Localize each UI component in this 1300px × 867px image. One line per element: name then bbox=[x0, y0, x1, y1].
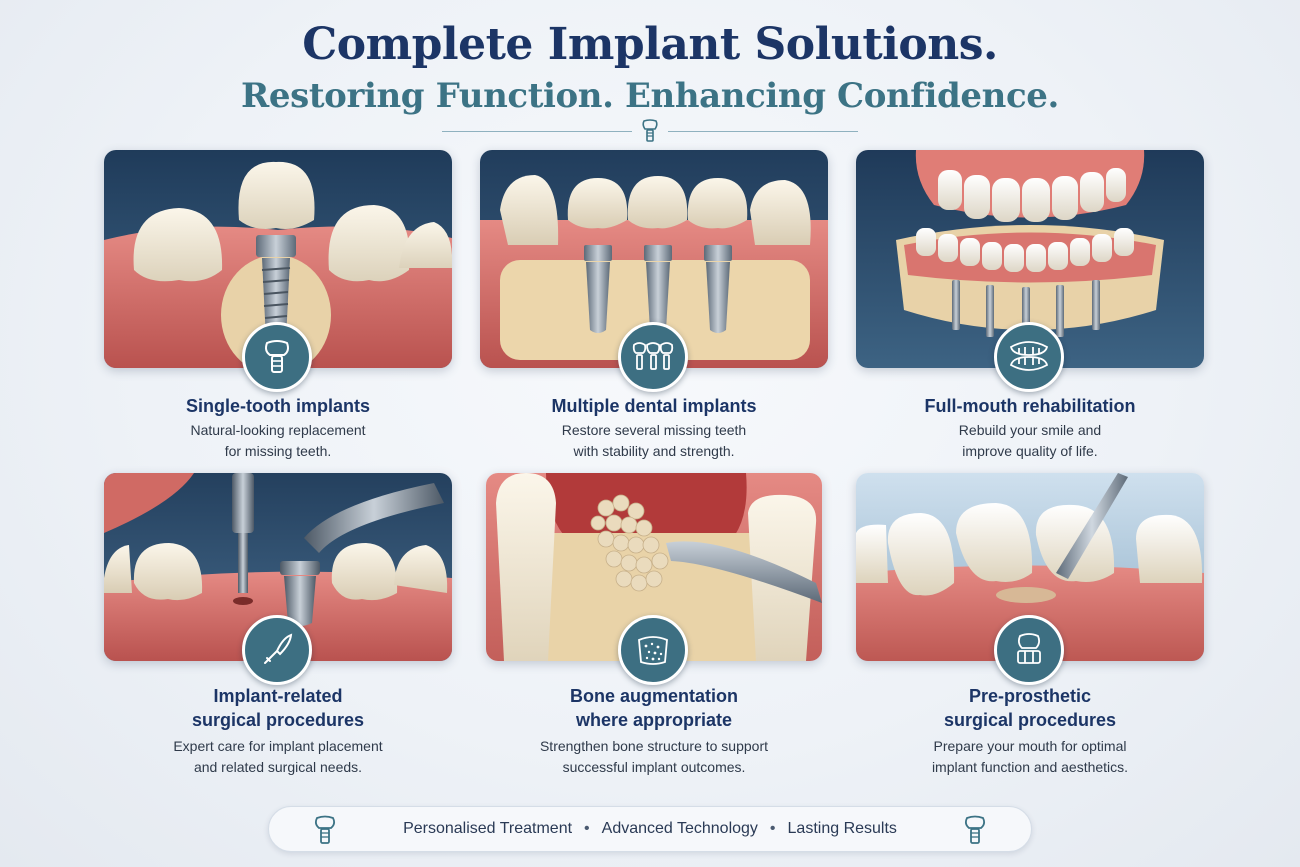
implant-bridge-icon bbox=[618, 322, 688, 392]
implant-tooth-icon bbox=[632, 118, 668, 144]
single-implant-icon bbox=[242, 322, 312, 392]
card-description: Strengthen bone structure to support suc… bbox=[486, 736, 822, 778]
card-title-line: Implant-related bbox=[213, 686, 343, 706]
scalpel-icon bbox=[242, 615, 312, 685]
card-title: Single-tooth implants bbox=[186, 396, 370, 416]
tooth-prep-icon bbox=[994, 615, 1064, 685]
divider-line-left bbox=[442, 130, 632, 132]
card-title: Pre-prosthetic surgical procedures bbox=[856, 684, 1204, 732]
footer-separator: • bbox=[584, 820, 590, 837]
card-title-line: where appropriate bbox=[575, 710, 733, 730]
bone-augmentation-illustration bbox=[486, 473, 822, 661]
card-title-line: Pre-prosthetic bbox=[968, 686, 1092, 706]
card-description: Expert care for implant placement and re… bbox=[104, 736, 452, 778]
full-mouth-illustration bbox=[856, 150, 1204, 368]
footer-item-technology: Advanced Technology bbox=[601, 820, 758, 837]
card-title: Bone augmentation where appropriate bbox=[486, 684, 822, 732]
page-subtitle: Restoring Function. Enhancing Confidence… bbox=[241, 76, 1059, 116]
header: Complete Implant Solutions. Restoring Fu… bbox=[0, 14, 1300, 116]
card-description: Restore several missing teeth with stabi… bbox=[480, 420, 828, 462]
card-title-line: Bone augmentation bbox=[569, 686, 738, 706]
card-desc-line: Restore several missing teeth bbox=[561, 422, 747, 438]
denture-arch-icon bbox=[994, 322, 1064, 392]
footer-separator: • bbox=[769, 820, 776, 837]
card-desc-line: with stability and strength. bbox=[573, 443, 735, 459]
card-description: Rebuild your smile and improve quality o… bbox=[856, 420, 1204, 462]
card-desc-line: implant function and aesthetics. bbox=[931, 759, 1129, 775]
card-desc-line: Prepare your mouth for optimal bbox=[933, 738, 1127, 754]
footer-item-personalised: Personalised Treatment bbox=[403, 820, 573, 837]
card-desc-line: successful implant outcomes. bbox=[562, 759, 746, 775]
card-desc-line: Expert care for implant placement bbox=[173, 738, 383, 754]
card-title-line: surgical procedures bbox=[943, 710, 1117, 730]
title-divider bbox=[442, 118, 858, 144]
page-title: Complete Implant Solutions. bbox=[302, 19, 998, 70]
card-title: Full-mouth rehabilitation bbox=[924, 396, 1136, 416]
card-title: Multiple dental implants bbox=[551, 396, 757, 416]
card-description: Prepare your mouth for optimal implant f… bbox=[856, 736, 1204, 778]
card-description: Natural-looking replacement for missing … bbox=[104, 420, 452, 462]
card-desc-line: Rebuild your smile and bbox=[958, 422, 1102, 438]
card-desc-line: and related surgical needs. bbox=[193, 759, 363, 775]
card-desc-line: improve quality of life. bbox=[962, 443, 1098, 459]
card-title: Implant-related surgical procedures bbox=[104, 684, 452, 732]
card-desc-line: Strengthen bone structure to support bbox=[539, 738, 769, 754]
card-desc-line: Natural-looking replacement bbox=[190, 422, 366, 438]
bone-graft-icon bbox=[618, 615, 688, 685]
footer-benefits-bar: Personalised Treatment • Advanced Techno… bbox=[268, 806, 1032, 852]
card-desc-line: for missing teeth. bbox=[224, 443, 332, 459]
implant-tooth-icon bbox=[313, 815, 337, 845]
implant-tooth-icon bbox=[963, 815, 987, 845]
footer-item-results: Lasting Results bbox=[787, 820, 897, 837]
card-title-line: surgical procedures bbox=[191, 710, 365, 730]
divider-line-right bbox=[668, 130, 858, 132]
